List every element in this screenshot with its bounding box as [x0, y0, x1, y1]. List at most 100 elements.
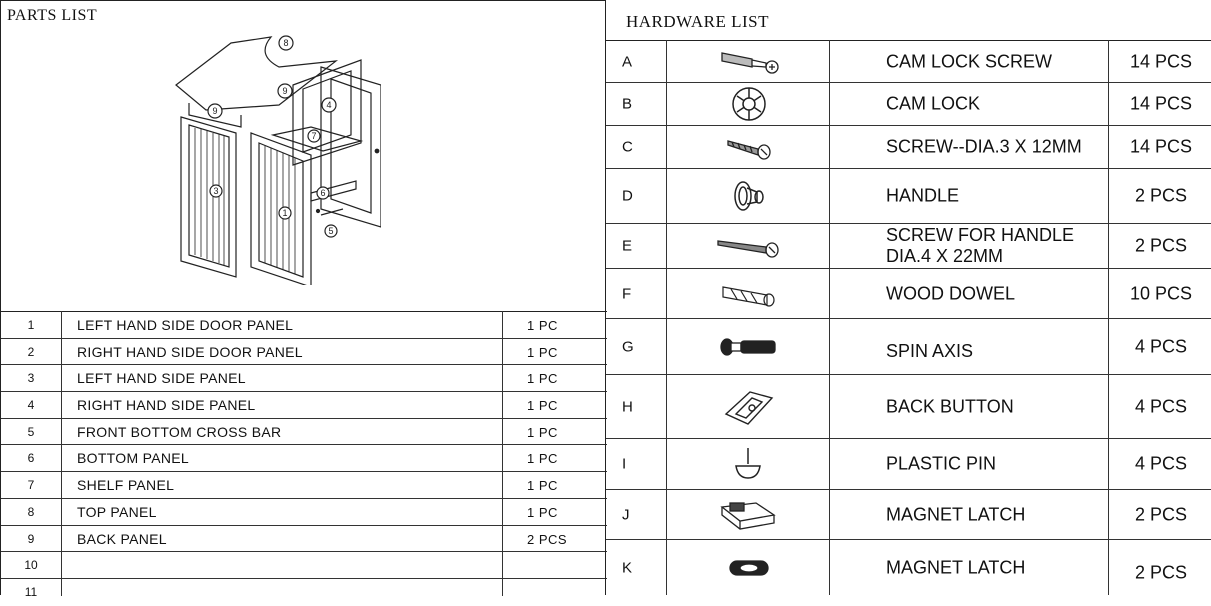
part-number: 11: [24, 584, 38, 599]
part-name: RIGHT HAND SIDE PANEL: [77, 397, 256, 414]
table-row: H BACK BUTTON 4 PCS: [606, 375, 1211, 439]
hardware-name: WOOD DOWEL: [886, 283, 1015, 303]
callout-4: 4: [326, 100, 331, 110]
table-row: 9 BACK PANEL 2 PCS: [1, 526, 607, 553]
cam-lock-icon: [668, 83, 830, 125]
part-number: 10: [24, 558, 38, 573]
part-number: 2: [27, 344, 35, 359]
part-quantity: 1 PC: [527, 318, 558, 333]
table-row: F WOOD DOWEL 10 PCS: [606, 269, 1211, 319]
part-name: FRONT BOTTOM CROSS BAR: [77, 423, 282, 440]
hardware-list-title: HARDWARE LIST: [626, 12, 769, 31]
hardware-name: CAM LOCK: [886, 93, 981, 114]
column-divider: [1108, 40, 1109, 595]
magnet-latch-plate-icon: [668, 540, 830, 595]
part-quantity: 1 PC: [527, 344, 558, 360]
callout-8: 8: [283, 38, 288, 48]
hardware-quantity: 4 PCS: [1134, 336, 1188, 356]
hardware-letter: I: [622, 455, 627, 473]
part-number: 9: [27, 531, 35, 546]
table-row: 10: [1, 552, 607, 579]
callout-7: 7: [311, 131, 316, 141]
table-row: 2 RIGHT HAND SIDE DOOR PANEL 1 PC: [1, 339, 607, 366]
hardware-name: SCREW--DIA.3 X 12MM: [886, 136, 1082, 157]
hardware-name: CAM LOCK SCREW: [886, 51, 1053, 71]
part-name: RIGHT HAND SIDE DOOR PANEL: [77, 343, 303, 360]
hardware-name: MAGNET LATCH: [886, 504, 1026, 524]
callout-5: 5: [328, 226, 333, 236]
table-row: E SCREW FOR HANDLE DIA.4 X 22MM 2 PCS: [606, 224, 1211, 269]
table-row: K MAGNET LATCH 2 PCS: [606, 540, 1211, 595]
hardware-quantity: 2 PCS: [1134, 235, 1188, 256]
part-quantity: 2 PCS: [527, 531, 568, 547]
hardware-name: PLASTIC PIN: [886, 453, 997, 474]
hardware-name: SPIN AXIS: [886, 341, 974, 361]
table-row: 1 LEFT HAND SIDE DOOR PANEL 1 PC: [1, 312, 607, 339]
hardware-letter: K: [622, 559, 633, 576]
plastic-pin-icon: [668, 439, 830, 489]
hardware-quantity: 14 PCS: [1129, 93, 1193, 114]
screw-icon: [668, 126, 830, 168]
part-number: 5: [27, 424, 35, 439]
part-name: SHELF PANEL: [77, 477, 175, 494]
hardware-name: HANDLE: [886, 185, 960, 206]
part-name: LEFT HAND SIDE DOOR PANEL: [77, 317, 294, 333]
part-quantity: 1 PC: [527, 371, 558, 387]
table-row: J MAGNET LATCH 2 PCS: [606, 490, 1211, 540]
hardware-letter: B: [622, 95, 633, 113]
hardware-quantity: 4 PCS: [1134, 396, 1188, 416]
hardware-quantity: 4 PCS: [1134, 453, 1188, 474]
column-divider: [829, 40, 830, 595]
part-name: LEFT HAND SIDE PANEL: [77, 370, 246, 387]
column-divider: [61, 311, 62, 596]
header-divider: [606, 40, 1211, 41]
table-row: I PLASTIC PIN 4 PCS: [606, 439, 1211, 490]
hardware-quantity: 2 PCS: [1134, 562, 1188, 583]
callout-9a: 9: [212, 106, 217, 116]
back-button-icon: [668, 375, 830, 438]
callout-9b: 9: [282, 86, 287, 96]
hardware-letter: G: [622, 338, 634, 355]
hardware-letter: J: [622, 506, 630, 523]
hardware-letter: E: [622, 237, 633, 255]
hardware-list-panel: HARDWARE LIST A CAM LOCK SCREW 14 PCS B …: [605, 0, 1211, 595]
part-quantity: 1 PC: [527, 451, 558, 467]
table-row: D HANDLE 2 PCS: [606, 169, 1211, 224]
parts-list-title: PARTS LIST: [7, 7, 98, 24]
table-row: A CAM LOCK SCREW 14 PCS: [606, 41, 1211, 83]
part-quantity: 1 PC: [527, 478, 558, 494]
hardware-quantity: 14 PCS: [1129, 136, 1193, 157]
callout-1: 1: [282, 208, 287, 218]
part-name: BACK PANEL: [77, 530, 167, 547]
table-row: G SPIN AXIS 4 PCS: [606, 319, 1211, 375]
part-name: TOP PANEL: [77, 503, 157, 520]
hardware-quantity: 2 PCS: [1134, 185, 1188, 206]
part-number: 1: [27, 318, 35, 332]
table-row: C SCREW--DIA.3 X 12MM 14 PCS: [606, 126, 1211, 169]
hardware-quantity: 14 PCS: [1129, 51, 1193, 71]
hardware-letter: F: [622, 285, 632, 302]
hardware-name: SCREW FOR HANDLE DIA.4 X 22MM: [886, 225, 1075, 266]
part-quantity: 1 PC: [527, 424, 558, 440]
hardware-letter: H: [622, 398, 633, 415]
hardware-letter: C: [622, 138, 633, 156]
cabinet-exploded-illustration: 8 9 9 4 7 2 3 6 1 5: [175, 35, 381, 285]
spin-axis-icon: [668, 319, 830, 374]
wood-dowel-icon: [668, 269, 830, 318]
callout-6: 6: [320, 188, 325, 198]
part-quantity: 1 PC: [527, 398, 558, 414]
hardware-name: BACK BUTTON: [886, 396, 1014, 416]
cam-lock-screw-icon: [668, 41, 830, 82]
column-divider: [502, 311, 503, 596]
table-row: 5 FRONT BOTTOM CROSS BAR 1 PC: [1, 419, 607, 446]
parts-list-panel: PARTS LIST: [0, 0, 607, 599]
handle-screw-icon: [668, 224, 830, 268]
table-row: B CAM LOCK 14 PCS: [606, 83, 1211, 126]
part-name: BOTTOM PANEL: [77, 450, 189, 467]
